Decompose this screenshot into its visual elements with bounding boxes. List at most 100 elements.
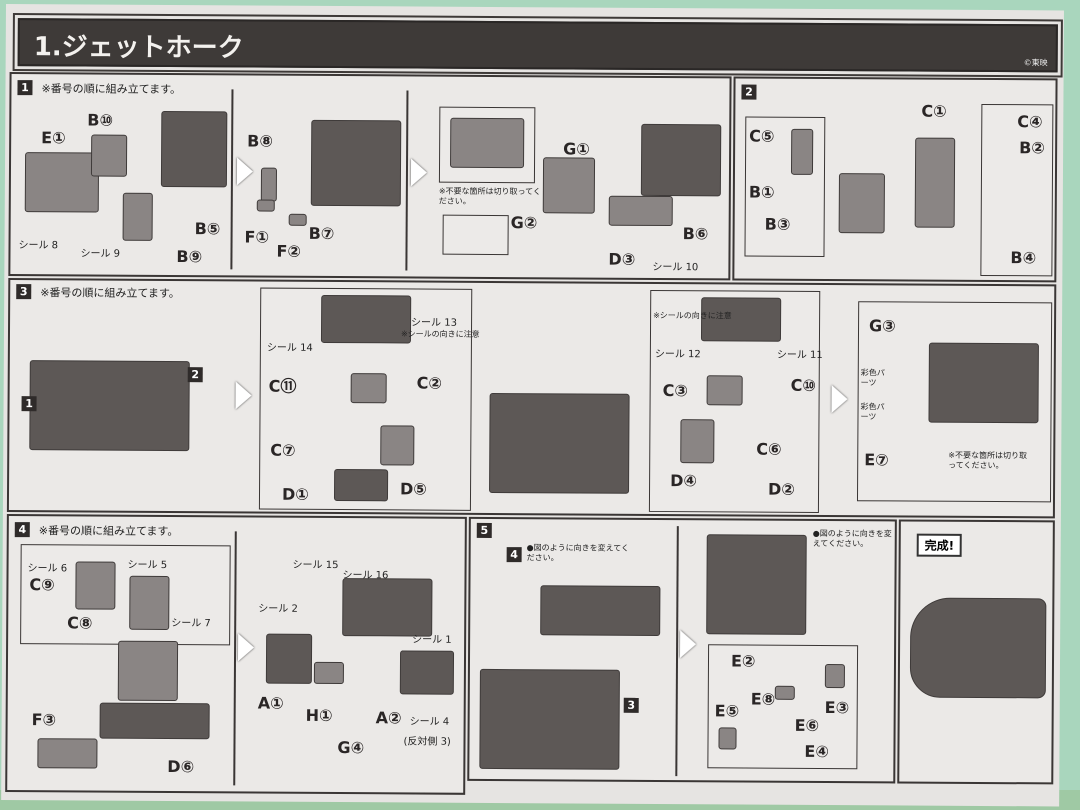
- part-f1: [256, 199, 275, 212]
- step-note: ※番号の順に組み立てます。: [41, 82, 182, 97]
- part-body: [640, 123, 722, 197]
- part-label: C⑤: [749, 126, 775, 146]
- step-2-panel: 2 C⑤ B① B③ C① C④ B② B④: [732, 76, 1058, 283]
- cut-note: ※不要な箇所は切り取ってください。: [948, 450, 1027, 471]
- seal-label: シール 16: [342, 570, 389, 582]
- part-label: B③: [764, 214, 791, 234]
- part-b6: [608, 195, 673, 227]
- part-body: [160, 110, 228, 188]
- detail-box: G③ 彩色パーツ 彩色パーツ E⑦ ※不要な箇所は切り取ってください。: [856, 301, 1053, 503]
- part-b8: [260, 167, 278, 202]
- step-4-panel: 4 ※番号の順に組み立てます。 シール 6 シール 5 C⑨ C⑧ シール 7 …: [5, 514, 467, 795]
- part-label: A②: [375, 708, 402, 728]
- orient-note: ●図のように向きを変えてください。: [812, 528, 892, 549]
- instruction-sheet: 1.ジェットホーク ©東映 1 ※番号の順に組み立てます。 E① B⑩ B⑤ B…: [1, 4, 1064, 807]
- color-part-label: 彩色パーツ: [860, 368, 885, 388]
- part-label: B①: [748, 182, 775, 202]
- part-label: A①: [257, 693, 284, 713]
- seal-label: シール 10: [652, 261, 699, 274]
- callout: 3: [623, 697, 639, 713]
- part-label: E②: [730, 651, 756, 671]
- seal-label: シール 5: [127, 559, 168, 571]
- part-label: C⑪: [268, 376, 297, 396]
- step-1-panel: 1 ※番号の順に組み立てます。 E① B⑩ B⑤ B⑨ シール 8 シール 9 …: [8, 72, 732, 281]
- cut-note: ※不要な箇所は切り取ってください。: [438, 186, 541, 206]
- part-label: E⑦: [864, 450, 889, 470]
- part-label: C⑩: [790, 375, 817, 395]
- seal-label: シール 11: [776, 349, 823, 361]
- part-label: E⑥: [794, 715, 820, 735]
- part-label: H①: [305, 705, 333, 726]
- seal-label: シール 7: [171, 618, 211, 630]
- base-assembly: [29, 360, 190, 452]
- part-g1: [542, 157, 596, 214]
- orient-note: ●図のように向きを変えてください。: [526, 543, 630, 563]
- part-label: F②: [276, 241, 302, 261]
- part-label: E①: [41, 128, 66, 148]
- callout: 1: [21, 396, 37, 412]
- step-note: ※番号の順に組み立てます。: [38, 524, 179, 539]
- part-label: C⑦: [270, 440, 296, 460]
- part-label: D③: [608, 249, 636, 269]
- part-label: C②: [416, 373, 443, 393]
- seal-label: シール 14: [266, 342, 313, 354]
- part-b9: [122, 192, 153, 241]
- color-part-label: 彩色パーツ: [860, 402, 885, 422]
- seal-note: ※シールの向きに注意: [400, 329, 480, 339]
- step-3-panel: 3 ※番号の順に組み立てます。 2 1 シール 14 シール 13 ※シールの向…: [6, 278, 1057, 519]
- next-arrow-icon: [236, 157, 254, 186]
- part-label: B④: [1010, 248, 1037, 268]
- complete-panel: 完成!: [897, 519, 1055, 785]
- part-body: [310, 119, 402, 207]
- next-arrow-icon: [235, 381, 252, 410]
- seal-label: シール 13: [411, 317, 457, 329]
- part-label: B⑤: [194, 219, 221, 239]
- complete-badge: 完成!: [916, 533, 963, 557]
- part-label: D⑥: [167, 757, 195, 777]
- part-label: C①: [921, 101, 947, 121]
- seal-label: シール 2: [258, 603, 298, 615]
- seal-label: シール 8: [18, 240, 59, 252]
- copyright: ©東映: [1023, 58, 1048, 68]
- detail-box: ※シールの向きに注意 シール 12 シール 11 C③ C⑩ C⑥ D④ D②: [648, 289, 823, 513]
- callout: 4: [506, 547, 522, 563]
- part-label: B⑩: [87, 110, 114, 130]
- step-number: 5: [476, 522, 492, 538]
- part-label: D①: [281, 484, 309, 504]
- part-f2: [288, 213, 307, 226]
- part-label: D②: [767, 479, 795, 499]
- seal-label: シール 4: [409, 716, 450, 728]
- part-label: G①: [563, 139, 590, 159]
- seal-label: シール 9: [80, 248, 121, 260]
- seal-label: シール 12: [654, 348, 701, 361]
- part-label: D④: [670, 471, 697, 491]
- opposite-side-note: (反対側 3): [403, 736, 451, 748]
- part-b10: [90, 134, 128, 177]
- seal-label: シール 6: [27, 563, 68, 575]
- part-label: E③: [824, 698, 850, 718]
- next-arrow-icon: [410, 158, 428, 187]
- step-note: ※番号の順に組み立てます。: [40, 286, 180, 301]
- step-number: 1: [17, 80, 33, 96]
- detail-box: E② E⑧ E⑤ E⑥ E③ E④: [707, 644, 859, 770]
- part-label: B⑧: [247, 131, 273, 151]
- page-title: 1.ジェットホーク: [33, 32, 244, 64]
- part-label: F①: [244, 227, 270, 247]
- seal-label: シール 1: [412, 634, 452, 646]
- part-label: C⑧: [67, 613, 93, 633]
- detail-box: シール 14 シール 13 ※シールの向きに注意 C⑪ C② C⑦ D① D⑤: [258, 287, 480, 511]
- part-label: C⑨: [29, 575, 55, 595]
- detail-box: シール 6 シール 5 C⑨ C⑧ シール 7: [20, 544, 231, 646]
- base-assembly: [489, 392, 630, 494]
- part-label: E④: [804, 741, 829, 762]
- part-label: B⑥: [682, 224, 709, 244]
- next-arrow-icon: [237, 633, 255, 662]
- title-bar: 1.ジェットホーク ©東映: [12, 12, 1063, 79]
- next-arrow-icon: [831, 385, 848, 414]
- step-number: 2: [741, 84, 757, 100]
- seal-label: シール 15: [292, 559, 339, 572]
- completed-jet-hawk: [909, 597, 1047, 699]
- part-label: B⑦: [308, 223, 335, 244]
- callout: 2: [187, 367, 203, 383]
- next-arrow-icon: [680, 630, 697, 659]
